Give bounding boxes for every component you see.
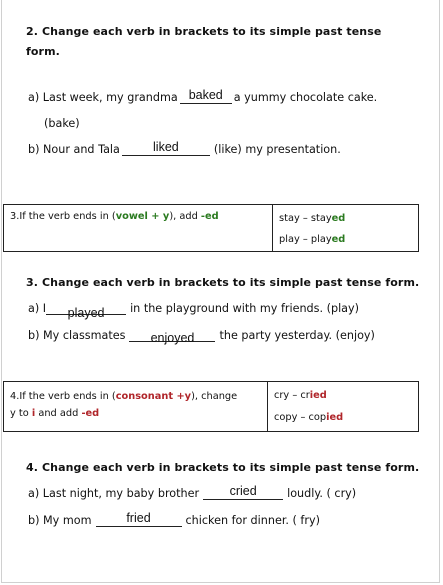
question-text: a yummy chocolate cake.: [233, 91, 378, 104]
section3-heading: 3. Change each verb in brackets to its s…: [26, 276, 420, 289]
i-letter: i: [31, 408, 36, 419]
answer-blank[interactable]: baked: [179, 89, 232, 104]
answer-blank[interactable]: cried: [203, 485, 284, 500]
ed-suffix: -ed: [81, 408, 100, 419]
rule-box-vowel-y: 3.If the verb ends in (vowel + y), add -…: [3, 204, 419, 252]
answer-blank[interactable]: enjoyed: [129, 329, 216, 344]
vowel-label: vowel: [115, 211, 148, 222]
question-text: in the playground with my friends. (play…: [130, 302, 360, 315]
question-text: b) My mom: [28, 514, 92, 527]
question-text: b) My classmates: [28, 329, 126, 342]
example-row: copy – copied: [274, 412, 344, 423]
section2-question-a-hint: (bake): [44, 117, 80, 130]
rule-box-consonant-y: 4.If the verb ends in (consonant +y), ch…: [3, 381, 419, 432]
question-text: a) Last week, my grandma: [28, 91, 178, 104]
section4-heading: 4. Change each verb in brackets to its s…: [26, 461, 420, 474]
example-row: play – played: [279, 234, 346, 245]
section2-heading-line2: form.: [26, 45, 60, 58]
question-text: (like) my presentation.: [213, 143, 341, 156]
answer-blank[interactable]: fried: [95, 512, 182, 527]
section2-heading-line1: 2. Change each verb in brackets to its s…: [26, 25, 382, 38]
example-row: stay – stayed: [279, 213, 346, 224]
question-text: chicken for dinner. ( fry): [185, 514, 320, 527]
rule-examples: stay – stayed play – played: [273, 205, 351, 251]
question-text: a) I: [28, 302, 47, 315]
example-row: cry – cried: [274, 390, 327, 401]
rule-examples: cry – cried copy – copied: [268, 382, 349, 431]
question-text: loudly. ( cry): [287, 487, 357, 500]
ed-suffix: -ed: [200, 211, 219, 222]
consonant-label: consonant: [115, 391, 174, 402]
answer-blank[interactable]: liked: [121, 141, 210, 156]
rule-description: 4.If the verb ends in (consonant +y), ch…: [4, 382, 268, 431]
rule-description: 3.If the verb ends in (vowel + y), add -…: [4, 205, 273, 251]
question-text: b) Nour and Tala: [28, 143, 120, 156]
question-text: a) Last night, my baby brother: [28, 487, 200, 500]
answer-blank[interactable]: played: [46, 302, 127, 319]
question-text: the party yesterday. (enjoy): [219, 329, 375, 342]
